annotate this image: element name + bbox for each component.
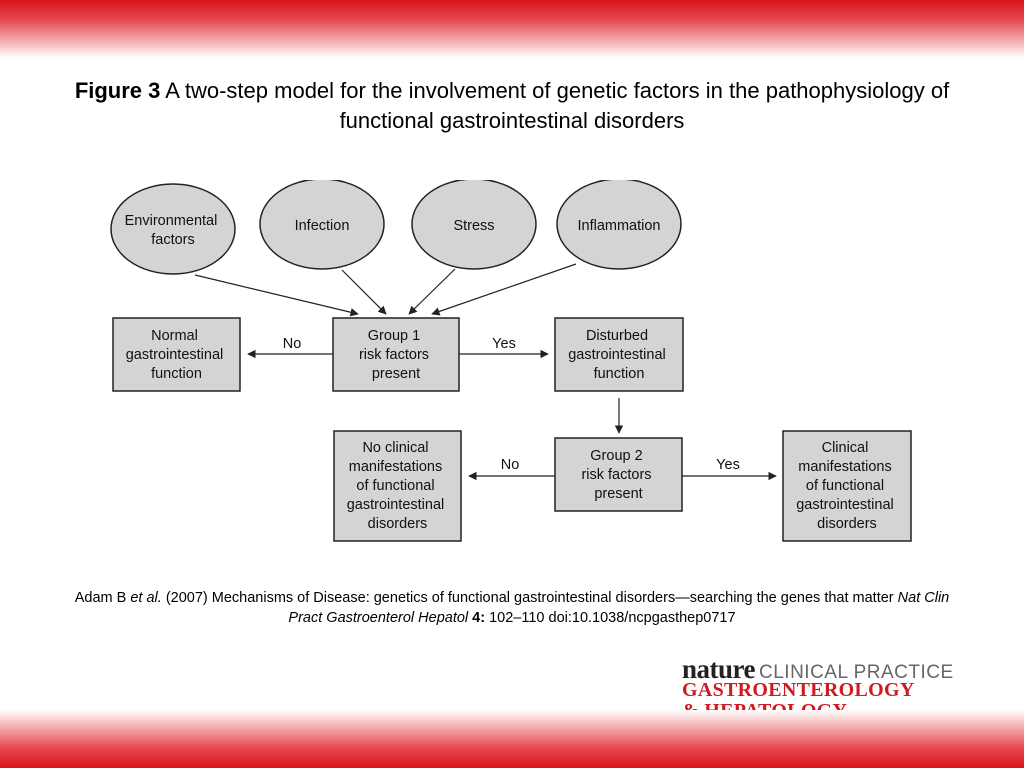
figure-caption: Adam B et al. (2007) Mechanisms of Disea… (60, 588, 964, 628)
label-yes-2: Yes (716, 457, 740, 473)
factor-inflammation-ellipse (556, 180, 682, 270)
caption-volume: 4: (468, 610, 486, 626)
caption-title: (2007) Mechanisms of Disease: genetics o… (161, 590, 898, 606)
figure-title-text: A two-step model for the involvement of … (165, 78, 950, 133)
figure-label: Figure 3 (74, 78, 161, 103)
logo-clinical-practice: CLINICAL PRACTICE (759, 662, 954, 683)
label-no-1: No (283, 336, 302, 352)
arrow-infection-to-group1 (341, 269, 387, 315)
arrow-environmental-to-group1 (194, 274, 359, 317)
factor-environmental-ellipse (110, 183, 236, 275)
group1-box (332, 317, 460, 392)
group2-label: Group 2 risk factors present (581, 448, 655, 502)
logo-nature: nature (682, 654, 756, 684)
factor-infection-label: Infection (295, 218, 350, 234)
factor-stress-ellipse (411, 180, 537, 270)
factor-stress-label: Stress (453, 218, 494, 234)
group1-label: Group 1 risk factors present (359, 328, 433, 382)
top-red-band (0, 0, 1024, 58)
caption-authors: Adam B (74, 590, 131, 606)
factor-infection-ellipse (259, 180, 385, 270)
caption-pages-doi: 102–110 doi:10.1038/ncpgasthep0717 (485, 610, 736, 626)
factor-environmental-label: Environmental factors (125, 213, 222, 248)
no-clinical-box (333, 430, 462, 542)
flow-diagram: Environmental factors Infection Stress I… (110, 180, 912, 542)
clinical-label: Clinical manifestations of functional ga… (796, 440, 898, 532)
logo-gastroenterology: GASTROENTEROLOGY (682, 679, 915, 701)
clinical-box (782, 430, 912, 542)
caption-journal: Nat Clin Pract Gastroenterol Hepatol (288, 590, 950, 626)
disturbed-function-label: Disturbed gastrointestinal function (568, 328, 670, 382)
label-yes-1: Yes (492, 336, 516, 352)
disturbed-function-box (554, 317, 684, 392)
figure-title: Figure 3 A two-step model for the involv… (60, 76, 964, 136)
factor-inflammation-label: Inflammation (577, 218, 660, 234)
normal-function-label: Normal gastrointestinal function (126, 328, 228, 382)
bottom-red-band (0, 710, 1024, 768)
caption-etal: et al. (130, 590, 162, 606)
no-clinical-label: No clinical manifestations of functional… (347, 440, 449, 532)
label-no-2: No (501, 457, 520, 473)
arrow-stress-to-group1 (408, 268, 456, 315)
group2-box (554, 437, 683, 512)
normal-function-box (112, 317, 241, 392)
arrow-inflammation-to-group1 (431, 263, 577, 316)
